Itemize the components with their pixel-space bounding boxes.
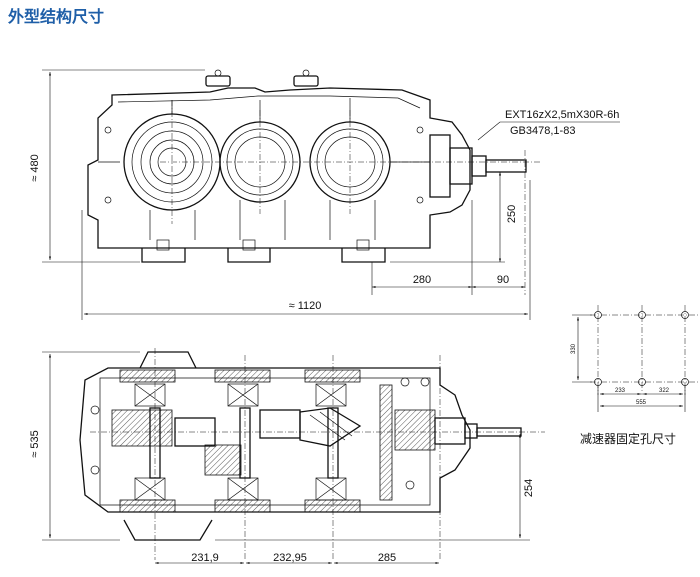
dim-90: 90	[497, 274, 509, 286]
plan-view: ≈ 535 254 231,9 232,95 285	[29, 348, 545, 565]
page-title: 外型结构尺寸	[7, 7, 104, 26]
mount-holes-diagram: 330 233 322 555 减速器固定孔尺寸	[571, 305, 700, 446]
shaft-height-250: 250	[506, 205, 518, 223]
front-height-label: ≈ 480	[29, 154, 41, 181]
overall-length: ≈ 1120	[289, 300, 322, 312]
plan-dim-2: 232,95	[273, 552, 307, 564]
dim-280: 280	[413, 274, 431, 286]
mount-height: 330	[571, 343, 577, 354]
mount-dim-total: 555	[636, 400, 647, 406]
plan-shaft-height-254: 254	[523, 479, 535, 497]
plan-dim-1: 231,9	[191, 552, 219, 564]
front-view: ≈ 480 EXT16zX2,5mX30R-6h GB3478,1-83 250…	[29, 69, 620, 320]
shaft-spec-line1: EXT16zX2,5mX30R-6h	[505, 109, 619, 121]
plan-dim-3: 285	[378, 552, 396, 564]
mount-caption: 减速器固定孔尺寸	[580, 431, 676, 446]
shaft-spec-line2: GB3478,1-83	[510, 125, 575, 137]
mount-dim-b: 322	[659, 388, 670, 394]
plan-width-label: ≈ 535	[29, 430, 41, 457]
mount-dim-a: 233	[615, 388, 626, 394]
